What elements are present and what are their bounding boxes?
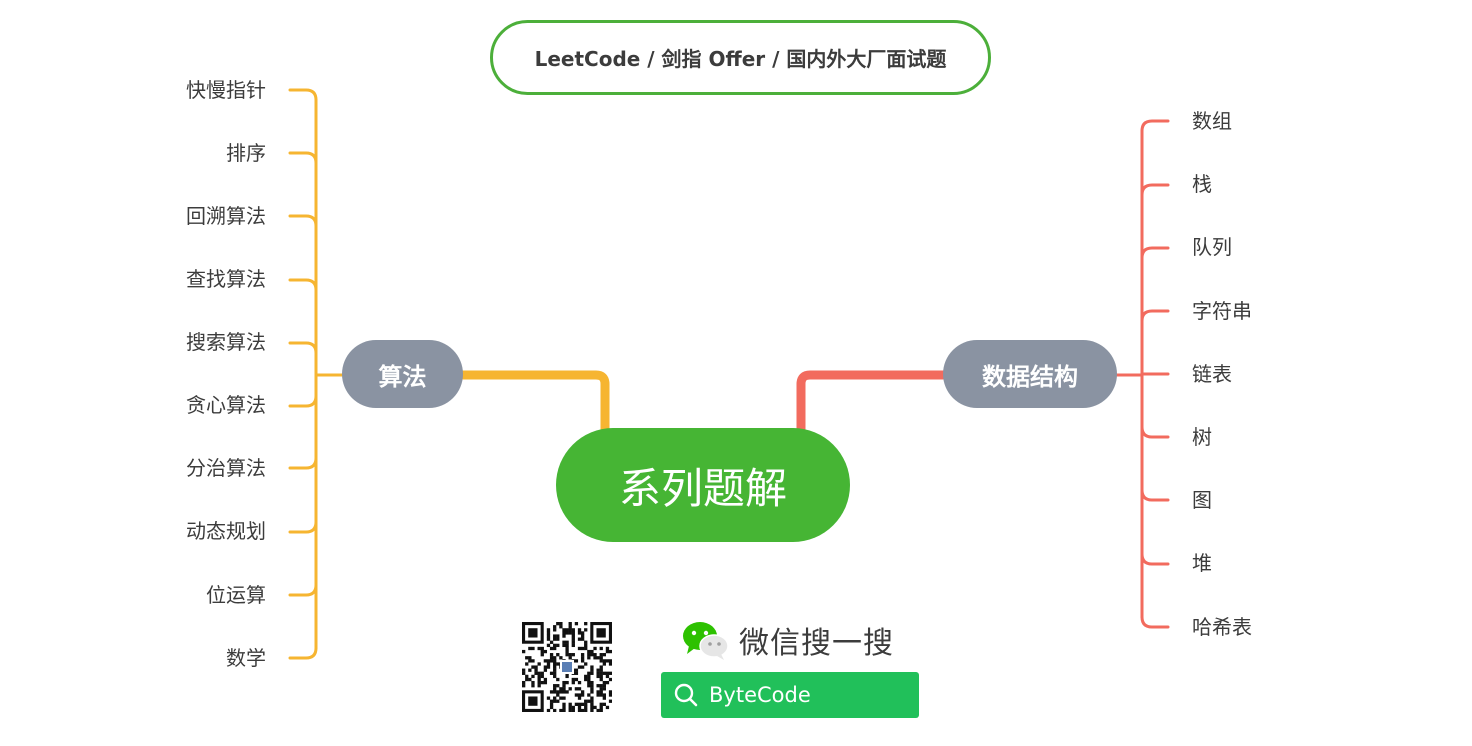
algorithm-leaf: 动态规划 [186,519,266,543]
data-structure-connector [1140,615,1170,629]
algorithm-connector [288,88,318,102]
data-structure-leaf: 链表 [1192,362,1232,386]
search-text: ByteCode [709,683,811,707]
algorithm-connector [288,520,318,534]
data-structure-connector [1140,246,1170,260]
trunk-algorithm [458,370,610,435]
algorithm-connector [288,341,318,355]
title-box: LeetCode / 剑指 Offer / 国内外大厂面试题 [490,20,991,95]
wechat-search-label: 微信搜一搜 [681,618,894,662]
data-structure-connector [1140,552,1170,566]
algorithm-connector [288,394,318,408]
algorithm-leaf: 快慢指针 [186,78,266,102]
wechat-icon [683,622,729,660]
algorithm-label: 算法 [378,362,427,391]
trunk-data-structure [796,370,948,435]
data-structure-label: 数据结构 [982,362,1078,391]
algorithm-leaf: 位运算 [206,583,266,607]
data-structure-connector [1140,425,1170,439]
algorithm-leaf: 搜索算法 [186,330,266,354]
algorithm-leaf: 数学 [226,646,266,670]
data-structure-connector [1140,119,1170,133]
data-structure-leaf: 哈希表 [1192,615,1252,639]
data-structure-leaf: 树 [1192,425,1212,449]
data-structure-connector [1140,309,1170,323]
wechat-search-text: 微信搜一搜 [739,626,894,661]
algorithm-leaf: 回溯算法 [186,204,266,228]
center-node: 系列题解 [556,428,850,542]
algorithm-leaf: 查找算法 [186,267,266,291]
algorithm-leaf: 排序 [226,141,266,165]
center-label: 系列题解 [618,463,787,513]
algorithm-connector [288,214,318,228]
data-structure-leaf: 数组 [1192,109,1232,133]
qr-code-image [522,622,612,712]
algorithm-connector [288,456,318,470]
data-structure-leaf: 栈 [1192,172,1212,196]
algorithm-leaf: 分治算法 [186,456,266,480]
search-box[interactable]: ByteCode [661,672,919,718]
data-structure-connector [1140,183,1170,197]
data-structure-leaf: 队列 [1192,235,1232,259]
data-structure-node: 数据结构 [943,340,1117,408]
data-structure-leaf: 堆 [1192,551,1212,575]
algorithm-leaf: 贪心算法 [186,393,266,417]
algorithm-connector [288,278,318,292]
data-structure-leaf: 图 [1192,488,1212,512]
algorithm-node: 算法 [342,340,463,408]
data-structure-connector [1140,488,1170,502]
algorithm-connector [288,583,318,597]
search-icon [674,683,698,707]
title-text: LeetCode / 剑指 Offer / 国内外大厂面试题 [534,47,947,71]
algorithm-connector [288,646,318,660]
algorithm-connector [288,151,318,165]
data-structure-leaf: 字符串 [1192,299,1252,323]
